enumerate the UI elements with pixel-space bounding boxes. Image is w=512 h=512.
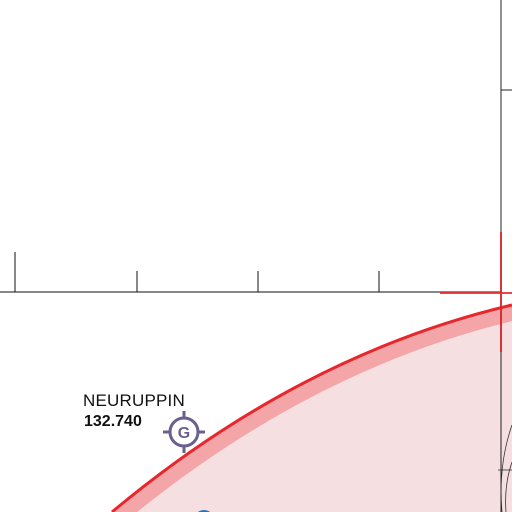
- airport-name-label: NEURUPPIN: [83, 391, 185, 410]
- airfield-symbol-letter: G: [178, 425, 190, 442]
- airspace-fill: [112, 305, 512, 512]
- glider-airfield-icon[interactable]: G: [163, 411, 205, 453]
- airspace-inner-band: [111, 304, 512, 512]
- airspace-border: [111, 303, 512, 512]
- reference-crosshair-icon[interactable]: [440, 232, 512, 352]
- scale-bar: [0, 252, 501, 293]
- airspace-region[interactable]: [111, 303, 512, 512]
- terrain-contour-lines: [498, 424, 512, 512]
- airport-frequency-label: 132.740: [84, 413, 142, 430]
